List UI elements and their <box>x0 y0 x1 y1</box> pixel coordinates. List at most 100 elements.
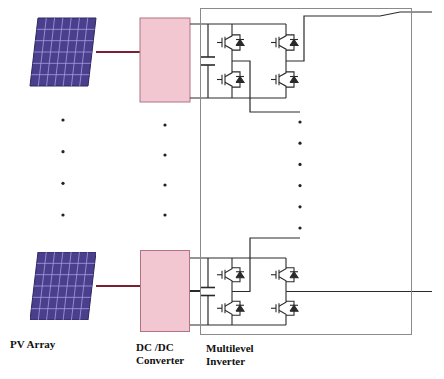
igbt-stroke <box>236 76 244 77</box>
igbt-switch <box>217 61 244 98</box>
pv-array-node: PV Array <box>30 252 96 320</box>
igbt-stroke <box>225 61 232 77</box>
igbt-stroke <box>290 40 298 46</box>
igbt-stroke <box>236 272 244 278</box>
igbt-stroke <box>290 272 298 278</box>
pv-cell-line <box>80 252 88 320</box>
continuation-dot <box>61 150 64 153</box>
wire <box>286 12 432 61</box>
igbt-switch <box>271 292 298 326</box>
igbt-switch <box>217 292 244 326</box>
continuation-dot <box>298 163 301 166</box>
igbt-switch <box>271 24 298 61</box>
igbt-stroke <box>279 258 286 273</box>
wire <box>190 324 286 325</box>
igbt-stroke <box>225 24 232 40</box>
wire <box>286 291 432 292</box>
igbt-stroke <box>236 77 244 83</box>
continuation-dot <box>163 153 166 156</box>
igbt-stroke <box>290 305 298 311</box>
igbt-stroke <box>217 274 222 275</box>
igbt-stroke <box>278 74 279 85</box>
igbt-stroke <box>217 308 222 309</box>
wire <box>207 24 208 57</box>
pv-cell-line <box>38 252 46 320</box>
continuation-dot <box>298 120 301 123</box>
igbt-stroke <box>236 40 244 46</box>
igbt-stroke <box>278 303 279 313</box>
pv-cell-line <box>80 18 88 86</box>
node-label: Multilevel Inverter <box>206 342 276 368</box>
igbt-stroke <box>225 258 232 273</box>
igbt-stroke <box>279 24 286 40</box>
igbt-stroke <box>271 79 276 80</box>
igbt-stroke <box>279 310 286 325</box>
igbt-switch <box>271 258 298 292</box>
igbt-stroke <box>279 277 286 292</box>
continuation-dot <box>163 183 166 186</box>
pv-cell-line <box>71 252 79 320</box>
pv-cell-line <box>55 252 63 320</box>
igbt-stroke <box>236 271 244 272</box>
igbt-stroke <box>225 310 232 325</box>
pv-cell-line <box>38 18 46 86</box>
inverter-node: Multilevel Inverter <box>200 8 412 335</box>
pv-cell-line <box>55 18 63 86</box>
node-label: DC /DC Converter <box>136 341 204 367</box>
pv-cell-line <box>47 18 55 86</box>
igbt-stroke <box>279 82 286 98</box>
node-label: PV Array <box>10 338 90 351</box>
igbt-stroke <box>290 76 298 77</box>
igbt-stroke <box>271 274 276 275</box>
igbt-stroke <box>290 77 298 83</box>
igbt-stroke <box>290 271 298 272</box>
wire <box>232 238 300 292</box>
continuation-dot <box>163 123 166 126</box>
pv-cell-line <box>47 252 55 320</box>
igbt-stroke <box>225 277 232 292</box>
igbt-stroke <box>224 303 225 313</box>
pv-panel-frame <box>30 252 96 320</box>
wire <box>207 258 208 288</box>
pv-panel <box>30 18 96 86</box>
igbt-stroke <box>290 39 298 40</box>
igbt-stroke <box>271 308 276 309</box>
igbt-stroke <box>217 79 222 80</box>
igbt-stroke <box>225 82 232 98</box>
continuation-dot <box>61 118 64 121</box>
converter-node: DC /DC Converter <box>140 250 190 332</box>
igbt-stroke <box>290 305 298 306</box>
igbt-stroke <box>236 305 244 306</box>
igbt-switch <box>271 61 298 98</box>
igbt-stroke <box>224 74 225 85</box>
pv-panel <box>30 252 96 320</box>
wire <box>207 296 208 326</box>
igbt-stroke <box>224 270 225 280</box>
wire <box>201 287 215 289</box>
wire <box>190 97 286 98</box>
wire <box>232 61 300 112</box>
igbt-stroke <box>279 61 286 77</box>
igbt-switch <box>217 24 244 61</box>
continuation-dot <box>298 142 301 145</box>
pv-panel-graphic <box>30 252 96 320</box>
igbt-stroke <box>217 42 222 43</box>
continuation-dot <box>61 213 64 216</box>
wire <box>190 257 286 258</box>
wire <box>190 23 286 24</box>
continuation-dot <box>298 226 301 229</box>
igbt-stroke <box>279 45 286 61</box>
igbt-stroke <box>224 37 225 48</box>
wire <box>201 56 215 58</box>
pv-cell-line <box>63 18 71 86</box>
igbt-stroke <box>271 42 276 43</box>
connector-wire <box>96 285 140 287</box>
igbt-stroke <box>278 270 279 280</box>
continuation-dot <box>163 213 166 216</box>
igbt-stroke <box>225 45 232 61</box>
dc-dc-converter-box <box>140 18 190 102</box>
connector-wire <box>190 290 200 292</box>
